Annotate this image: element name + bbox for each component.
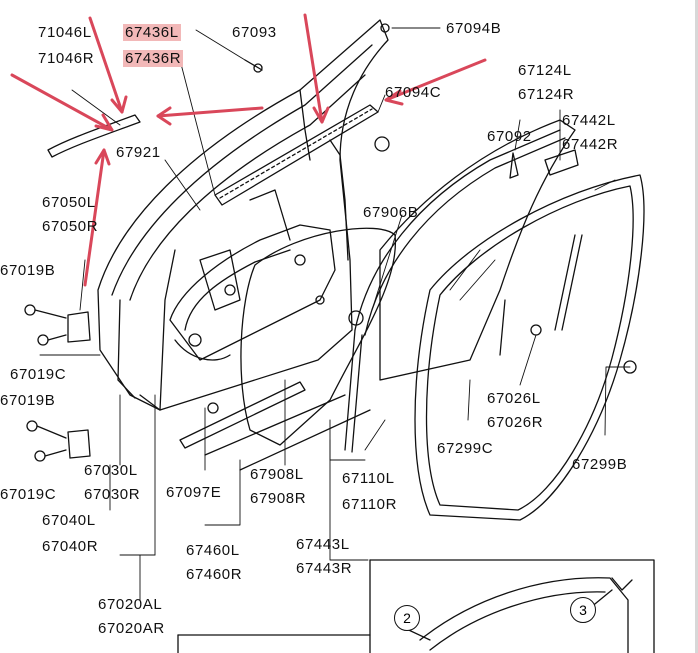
- label-67093: 67093: [232, 24, 277, 41]
- label-67460l: 67460L: [186, 542, 240, 559]
- label-67040l: 67040L: [42, 512, 96, 529]
- label-67020al: 67020AL: [98, 596, 163, 613]
- clips: [207, 23, 637, 414]
- window-regulator: [169, 189, 336, 361]
- label-71046l: 71046L: [38, 24, 92, 41]
- label-67026r: 67026R: [487, 414, 544, 431]
- callout-2: 2: [394, 605, 420, 631]
- label-67020ar: 67020AR: [98, 620, 165, 637]
- label-67124l: 67124L: [518, 62, 572, 79]
- label-67908l: 67908L: [250, 466, 304, 483]
- label-71046r: 71046R: [38, 50, 95, 67]
- label-67019c-upper: 67019C: [10, 366, 67, 383]
- label-67443l: 67443L: [296, 536, 350, 553]
- label-67097e: 67097E: [166, 484, 222, 501]
- label-67299c: 67299C: [437, 440, 494, 457]
- label-67442r: 67442R: [562, 136, 619, 153]
- rear-sash-channel: [499, 149, 583, 356]
- leader-lines: [39, 27, 631, 601]
- label-67019b-upper: 67019B: [0, 262, 56, 279]
- window-edge: [695, 0, 698, 653]
- label-67436l: 67436L: [123, 24, 181, 41]
- label-67094b: 67094B: [446, 20, 502, 37]
- label-67026l: 67026L: [487, 390, 541, 407]
- hinges: [24, 304, 91, 462]
- annotation-arrows: [10, 13, 487, 287]
- label-67124r: 67124R: [518, 86, 575, 103]
- inset-detail: [177, 559, 655, 653]
- label-67050r: 67050R: [42, 218, 99, 235]
- label-67019b-lower: 67019B: [0, 392, 56, 409]
- belt-moulding: [214, 104, 379, 206]
- label-67030r: 67030R: [84, 486, 141, 503]
- label-67921: 67921: [116, 144, 161, 161]
- label-67436r: 67436R: [123, 50, 184, 67]
- label-67908r: 67908R: [250, 490, 307, 507]
- label-67110l: 67110L: [342, 470, 395, 487]
- door-glass: [379, 119, 576, 381]
- label-67460r: 67460R: [186, 566, 243, 583]
- door-weatherstrip: [414, 174, 645, 521]
- label-67094c: 67094C: [385, 84, 442, 101]
- label-67092: 67092: [487, 128, 532, 145]
- label-67050l: 67050L: [42, 194, 96, 211]
- label-67019c-lower: 67019C: [0, 486, 57, 503]
- label-67110r: 67110R: [342, 496, 398, 513]
- door-weatherstrip-inner: [425, 185, 634, 511]
- door-frame-outline: [97, 19, 389, 411]
- label-67030l: 67030L: [84, 462, 138, 479]
- label-67443r: 67443R: [296, 560, 353, 577]
- label-67906b: 67906B: [363, 204, 419, 221]
- label-67442l: 67442L: [562, 112, 616, 129]
- front-strip: [47, 114, 141, 158]
- label-67299b: 67299B: [572, 456, 628, 473]
- label-67040r: 67040R: [42, 538, 99, 555]
- inner-trim-seal: [240, 227, 397, 446]
- lower-mouldings: [179, 381, 371, 471]
- callout-3: 3: [570, 597, 596, 623]
